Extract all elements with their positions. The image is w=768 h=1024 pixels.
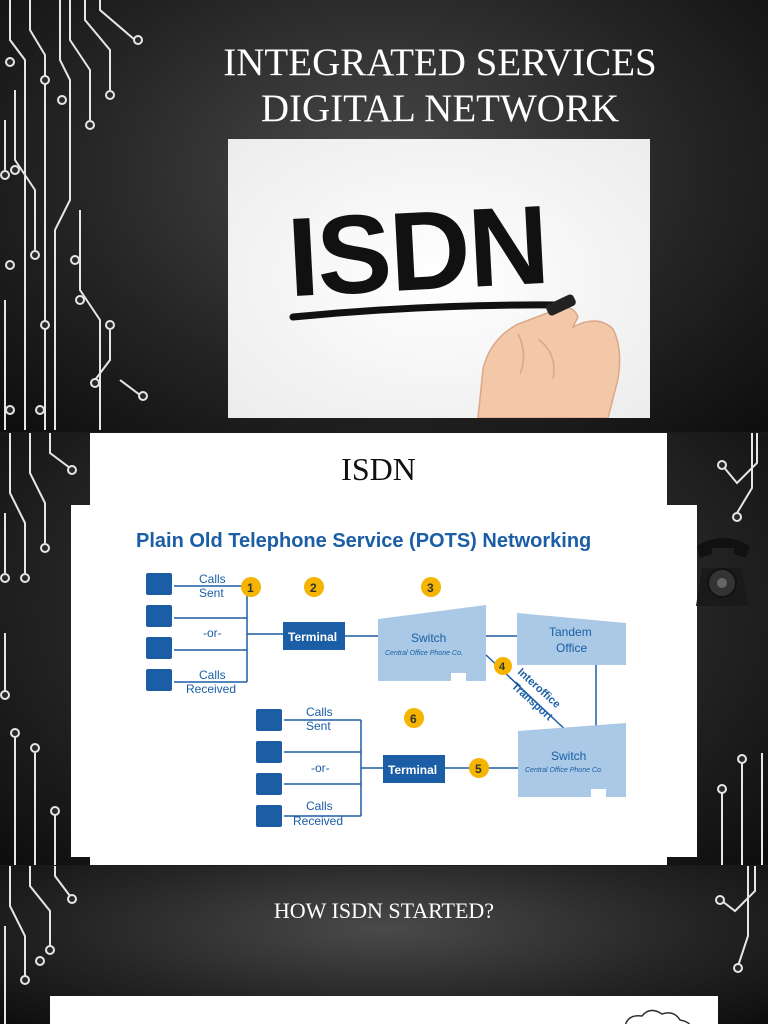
svg-text:Tandem: Tandem — [549, 625, 592, 639]
svg-text:Calls: Calls — [306, 705, 333, 719]
slide-content-panel — [50, 996, 718, 1024]
pots-network-diagram: Plain Old Telephone Service (POTS) Netwo… — [71, 505, 697, 857]
svg-text:Switch: Switch — [551, 749, 586, 763]
svg-text:Central Office Phone Co.: Central Office Phone Co. — [525, 767, 603, 774]
svg-text:Calls: Calls — [199, 668, 226, 682]
phones-group-top — [146, 573, 172, 691]
svg-text:-or-: -or- — [203, 626, 222, 640]
svg-text:Received: Received — [293, 814, 343, 828]
badge-5 — [469, 758, 489, 778]
slide-title: HOW ISDN STARTED? — [273, 898, 495, 923]
circuit-decoration-right — [715, 866, 756, 973]
slide-title: INTEGRATED SERVICES DIGITAL NETWORK — [223, 41, 657, 130]
slide-title: ISDN — [341, 451, 416, 487]
svg-text:Calls: Calls — [199, 572, 226, 586]
circuit-decoration-left — [0, 0, 148, 430]
badge-3 — [421, 577, 441, 597]
tandem-office — [517, 613, 626, 665]
badge-1 — [241, 577, 261, 597]
svg-text:5: 5 — [475, 762, 482, 776]
slide-3: HOW ISDN STARTED? — [0, 866, 768, 1024]
svg-text:Terminal: Terminal — [388, 763, 437, 777]
circuit-decoration-right — [738, 0, 768, 432]
svg-text:Calls: Calls — [306, 799, 333, 813]
svg-text:Office: Office — [556, 641, 587, 655]
svg-text:Central Office Phone Co.: Central Office Phone Co. — [385, 650, 463, 657]
svg-text:Sent: Sent — [306, 719, 331, 733]
isdn-hand-photo: ISDN — [228, 139, 650, 418]
switch-bottom — [518, 723, 626, 797]
svg-text:-or-: -or- — [311, 761, 330, 775]
svg-text:Terminal: Terminal — [288, 630, 337, 644]
badge-6 — [404, 708, 424, 728]
circuit-decoration-left — [4, 866, 77, 1024]
rotary-phone-icon — [696, 538, 750, 606]
svg-text:Switch: Switch — [411, 631, 446, 645]
svg-text:Sent: Sent — [199, 586, 224, 600]
slide-1: INTEGRATED SERVICES DIGITAL NETWORK ISDN — [0, 0, 768, 432]
badge-4 — [494, 657, 512, 675]
svg-text:1: 1 — [247, 581, 254, 595]
svg-text:6: 6 — [410, 712, 417, 726]
terminal-box-top — [283, 622, 345, 650]
switch-top — [378, 605, 486, 681]
isdn-handwritten-text: ISDN — [284, 182, 550, 320]
slide-2: ISDN Plain Old Telephone Service (POTS) … — [0, 433, 768, 865]
svg-text:Received: Received — [186, 682, 236, 696]
badge-2 — [304, 577, 324, 597]
svg-text:2: 2 — [310, 581, 317, 595]
terminal-box-bottom — [383, 755, 445, 783]
cloud-icon — [624, 1009, 691, 1024]
circuit-decoration-right — [717, 433, 763, 865]
diagram-heading: Plain Old Telephone Service (POTS) Netwo… — [136, 530, 591, 552]
svg-text:3: 3 — [427, 581, 434, 595]
svg-text:4: 4 — [499, 661, 506, 673]
circuit-decoration-left — [0, 433, 77, 865]
